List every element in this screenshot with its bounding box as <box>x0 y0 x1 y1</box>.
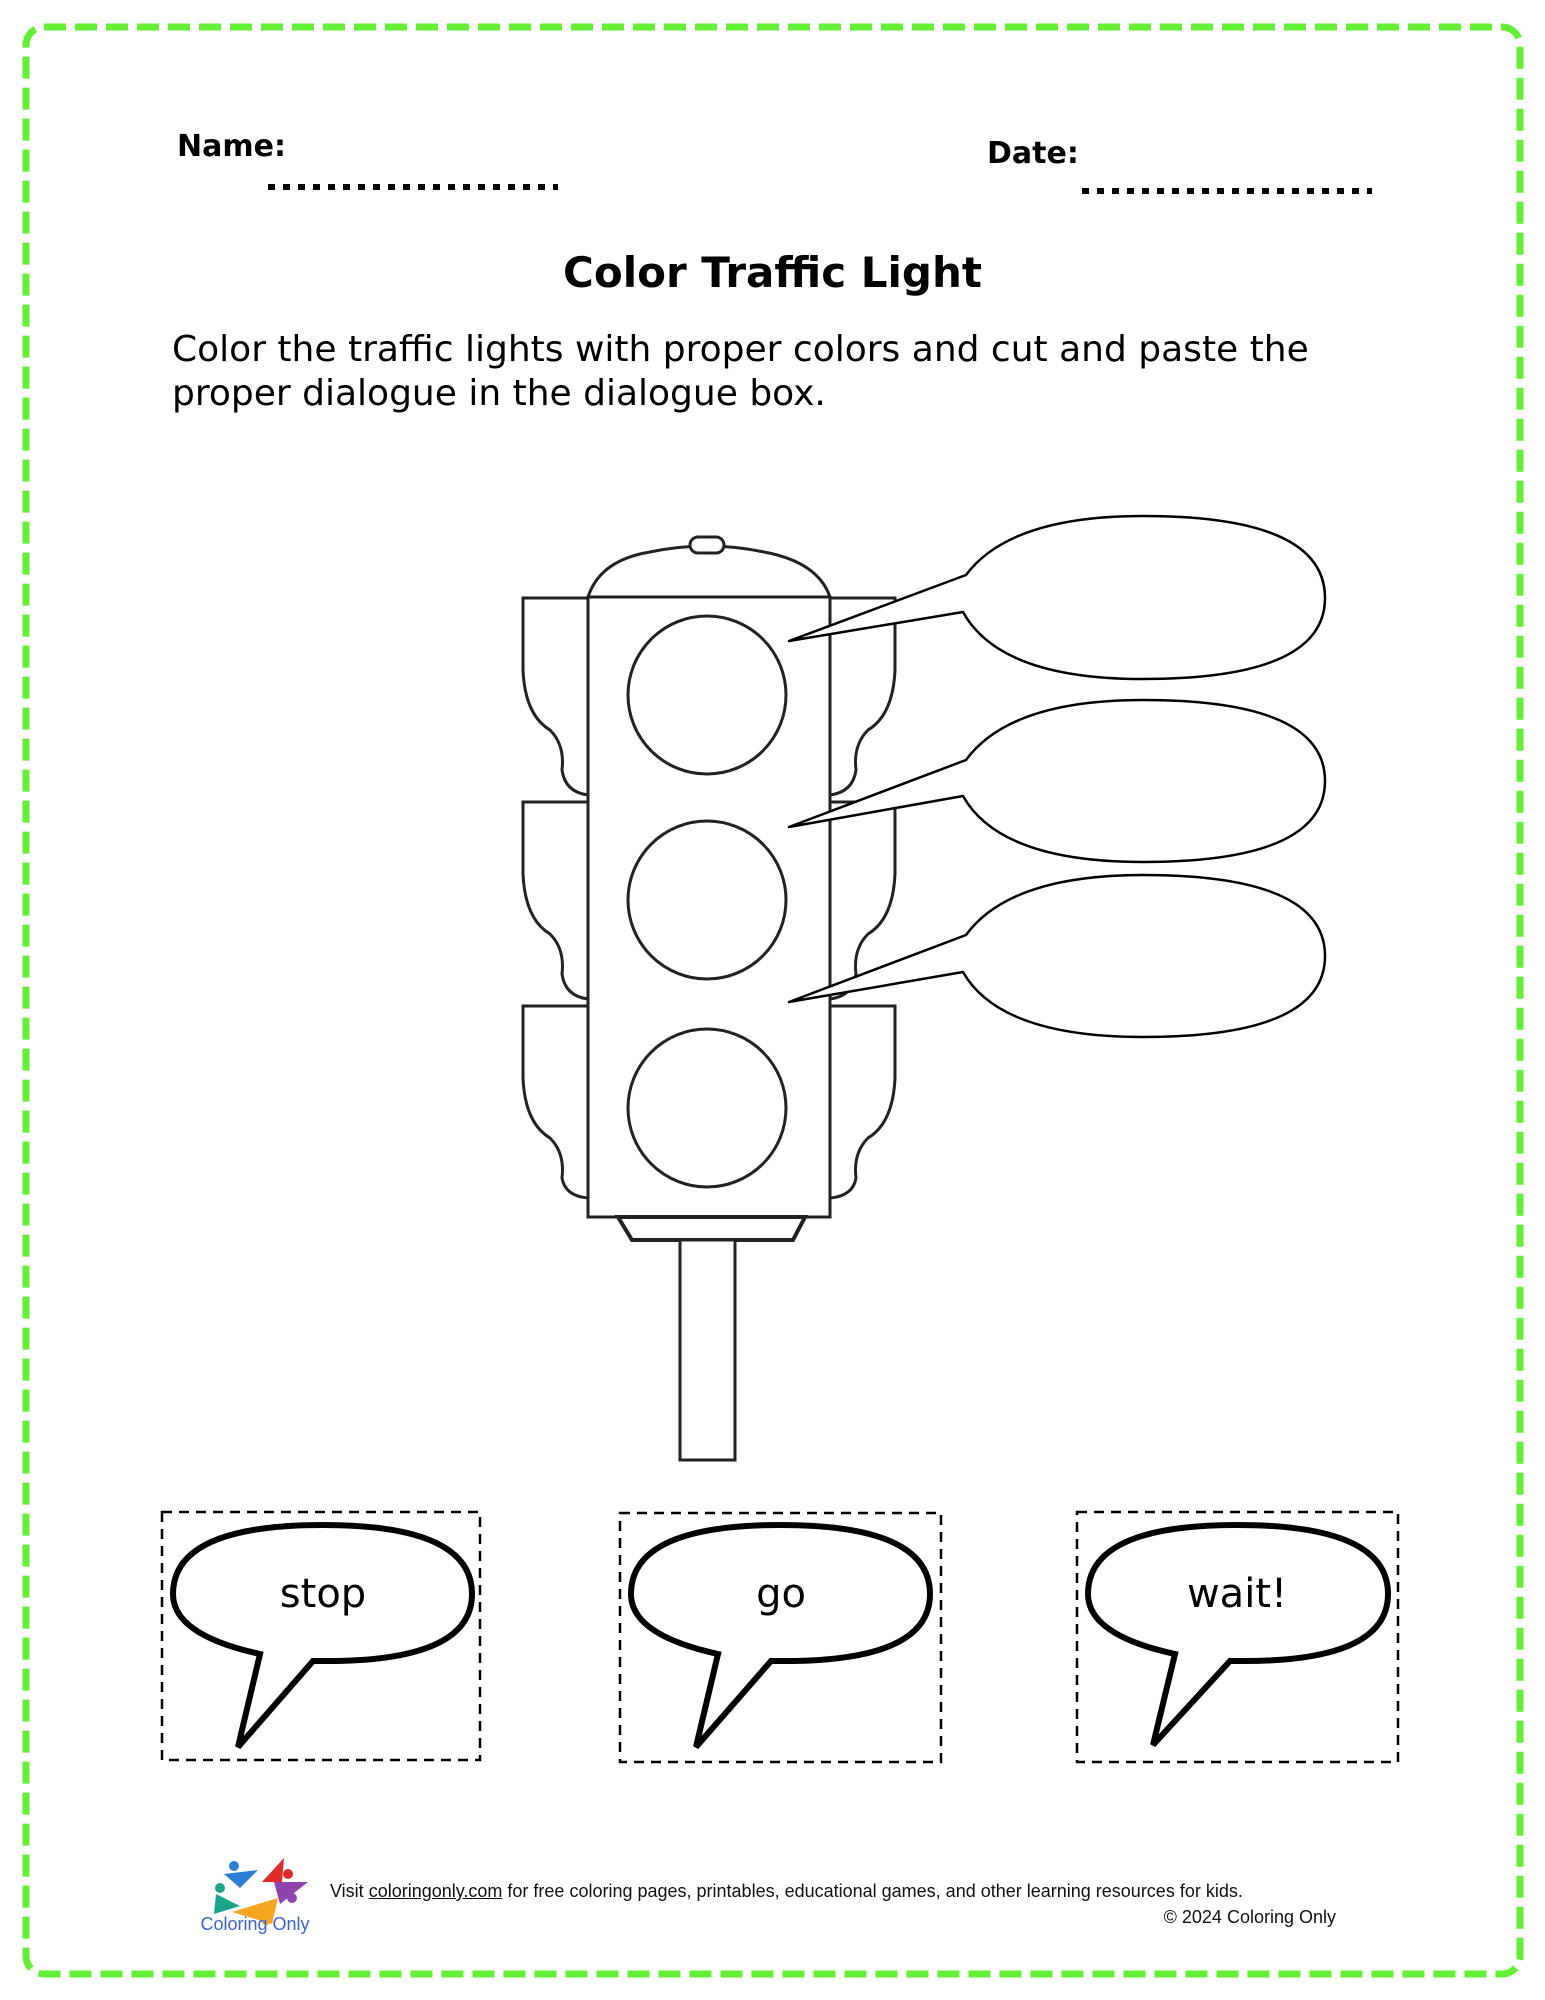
empty-dialogue-boxes <box>787 514 1327 1039</box>
cutout-label: wait! <box>1187 1571 1287 1617</box>
footer-visit-suffix: for free coloring pages, printables, edu… <box>502 1881 1243 1901</box>
right-visors <box>829 596 897 1200</box>
cut-line <box>160 1510 482 1762</box>
footer-visit-line: Visit coloringonly.com for free coloring… <box>330 1878 1336 1904</box>
website-link[interactable]: coloringonly.com <box>368 1881 503 1901</box>
speech-bubble <box>169 1521 476 1749</box>
traffic-light-base <box>614 1215 809 1242</box>
instructions-text: Color the traffic lights with proper col… <box>172 329 1309 414</box>
visor-left-2 <box>521 800 589 1001</box>
visor-right-3 <box>829 1004 897 1200</box>
cutout-label: stop <box>280 1571 366 1617</box>
visor-left-1 <box>521 596 589 797</box>
left-visors <box>521 596 589 1200</box>
name-field[interactable] <box>268 184 558 190</box>
copyright-text: © 2024 Coloring Only <box>1163 1907 1336 1927</box>
traffic-light <box>521 535 897 1462</box>
traffic-light-knob <box>688 535 726 555</box>
light-bottom[interactable] <box>626 1027 788 1189</box>
dialogue-box-3[interactable] <box>787 873 1327 1039</box>
cutout-card-stop[interactable]: stop <box>160 1510 482 1762</box>
cut-line <box>1075 1510 1400 1764</box>
light-top[interactable] <box>626 614 788 776</box>
footer-visit-prefix: Visit <box>330 1881 369 1901</box>
cutout-cards: stop go wait! <box>160 1510 1400 1764</box>
name-label: Name: <box>177 129 286 164</box>
visor-right-1 <box>829 596 897 797</box>
cutout-label: go <box>756 1571 806 1617</box>
speech-bubble <box>1084 1521 1392 1748</box>
dialogue-box-2[interactable] <box>787 698 1327 864</box>
cut-line <box>618 1511 943 1764</box>
cutout-card-wait[interactable]: wait! <box>1075 1510 1400 1764</box>
speech-bubble <box>627 1521 934 1749</box>
traffic-light-pole <box>678 1238 737 1462</box>
logo-text: Coloring Only <box>200 1914 310 1934</box>
footer: Visit coloringonly.com for free coloring… <box>330 1878 1336 1930</box>
dialogue-box-1[interactable] <box>787 514 1327 681</box>
cutout-card-go[interactable]: go <box>618 1511 943 1764</box>
light-middle[interactable] <box>626 819 788 981</box>
coloring-only-logo-icon[interactable] <box>196 1852 318 1942</box>
visor-left-3 <box>521 1004 589 1200</box>
page-title: Color Traffic Light <box>563 248 982 297</box>
date-label: Date: <box>987 136 1079 171</box>
date-field[interactable] <box>1082 188 1372 194</box>
